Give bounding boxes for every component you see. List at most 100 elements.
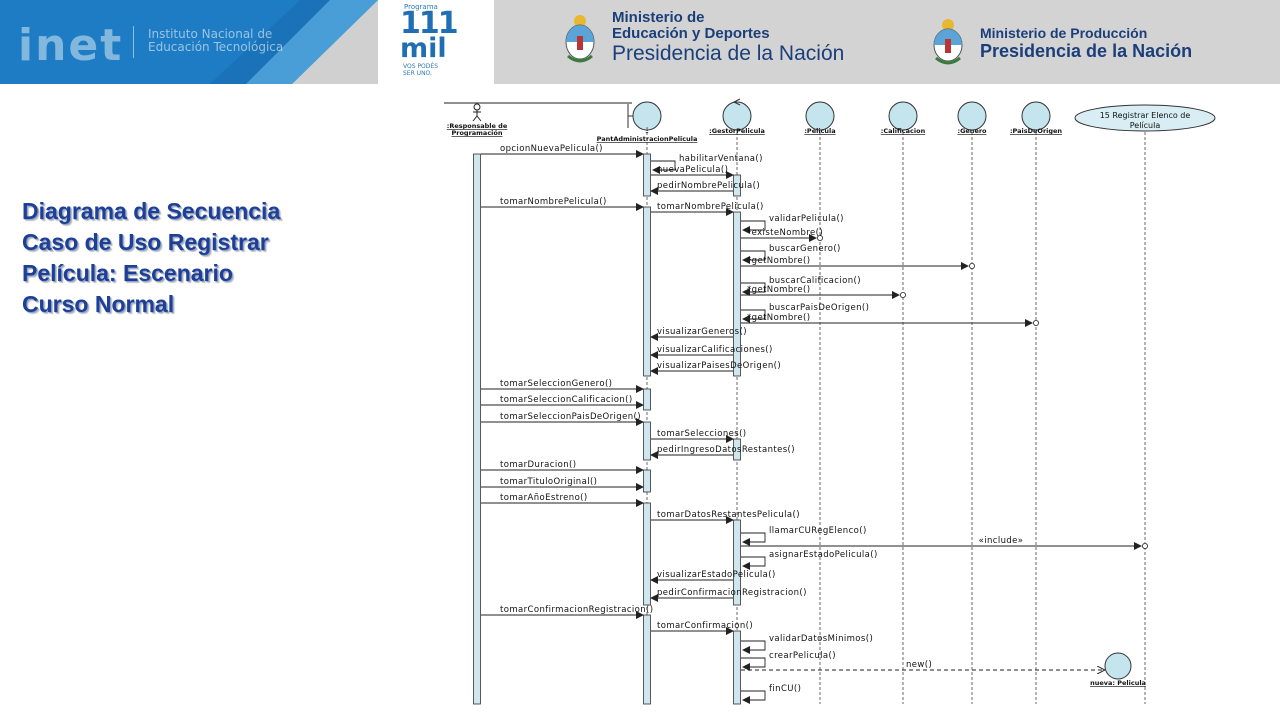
- activation-bar: [733, 519, 741, 606]
- created-object-label: nueva: Pelicula: [1090, 679, 1146, 687]
- presidencia-line: Presidencia de la Nación: [980, 41, 1193, 61]
- blue-band: [0, 0, 1280, 84]
- message-end-marker: [1142, 543, 1149, 550]
- programa-label: Programa: [404, 3, 438, 11]
- message-label: visualizarCalificaciones(): [657, 345, 773, 355]
- lifeline-label: :Pelicula: [804, 127, 835, 135]
- message-label: tomarSeleccionPaisDeOrigen(): [500, 412, 641, 422]
- activation-bar: [733, 211, 741, 377]
- self-message-arrow: [741, 556, 766, 570]
- message-label: tomarConfirmacion(): [657, 621, 753, 631]
- entity-object-icon: [1021, 101, 1051, 131]
- message-label: tomarSelecciones(): [657, 429, 747, 439]
- inet-separator: [133, 26, 134, 58]
- message-label: llamarCURegElenco(): [769, 526, 867, 536]
- message-label: pedirNombrePelicula(): [657, 181, 760, 191]
- mil-111-text: 111: [400, 6, 459, 41]
- message-label: *getNombre(): [747, 285, 810, 295]
- entity-object-icon: [957, 101, 987, 131]
- activation-bar: [643, 206, 651, 377]
- control-object-icon: [722, 101, 752, 131]
- lifeline-label: :Genero: [957, 127, 987, 135]
- ministerio-educacion-line: Ministerio de: [612, 9, 705, 26]
- self-message-arrow: [741, 220, 766, 234]
- mil-tagline: VOS PODÉS SER UNO.: [403, 63, 438, 77]
- message-label: *getNombre(): [747, 256, 810, 266]
- usecase-label: Película: [1130, 121, 1161, 130]
- national-shield-icon: [565, 15, 595, 63]
- self-message-arrow: [741, 690, 766, 704]
- activation-bar: [733, 630, 741, 705]
- self-message-arrow: [741, 532, 766, 546]
- ministerio-educacion-line: Educación y Deportes: [612, 25, 770, 42]
- message-label: «include»: [979, 536, 1024, 546]
- activation-bar: [643, 502, 651, 606]
- slide-title-line: Diagrama de Secuencia: [22, 198, 281, 224]
- actor-figure-icon: [472, 110, 482, 122]
- activation-bar: [733, 174, 741, 197]
- message-label: tomarConfirmacionRegistracion(): [500, 605, 653, 615]
- activation-bar: [643, 469, 651, 493]
- slide-title-line: Caso de Uso Registrar: [22, 229, 269, 255]
- message-label: habilitarVentana(): [679, 154, 763, 164]
- message-label: tomarAñoEstreno(): [500, 493, 588, 503]
- lifeline-label: :GestorPelicula: [709, 127, 765, 135]
- message-label: new(): [906, 660, 932, 670]
- lifeline-label: Programación: [451, 129, 502, 137]
- message-label: visualizarGeneros(): [657, 327, 747, 337]
- control-arrow-icon: [732, 98, 741, 106]
- lifeline-label: :PaisDeOrigen: [1010, 127, 1062, 135]
- lifeline-label: PantAdministracionPelicula: [597, 135, 698, 143]
- entity-object-icon: [805, 101, 835, 131]
- activation-bar: [473, 153, 481, 705]
- message-label: opcionNuevaPelicula(): [500, 144, 603, 154]
- self-message-arrow: [741, 282, 766, 296]
- message-label: validarPelicula(): [769, 214, 844, 224]
- lifeline-label: :: [646, 125, 649, 133]
- message-label: tomarTituloOriginal(): [500, 477, 597, 487]
- message-label: *existeNombre(): [747, 228, 823, 238]
- message-label: tomarSeleccionCalificacion(): [500, 395, 633, 405]
- mil-tagline-line: SER UNO.: [403, 70, 432, 77]
- message-label: pedirConfirmacionRegistracion(): [657, 588, 807, 598]
- message-label: crearPelicula(): [769, 651, 836, 661]
- message-label: *getNombre(): [747, 313, 810, 323]
- message-label: validarDatosMinimos(): [769, 634, 873, 644]
- created-entity-icon: [1104, 652, 1132, 680]
- message-label: tomarNombrePelicula(): [657, 202, 764, 212]
- message-label: tomarNombrePelicula(): [500, 197, 607, 207]
- ministerio-produccion: Ministerio de Producción Presidencia de …: [980, 26, 1193, 62]
- message-label: visualizarEstadoPelicula(): [657, 570, 776, 580]
- presidencia-line: Presidencia de la Nación: [612, 42, 845, 65]
- message-label: buscarGenero(): [769, 244, 841, 254]
- message-label: tomarSeleccionGenero(): [500, 379, 612, 389]
- activation-bar: [643, 614, 651, 705]
- usecase-label: 15 Registrar Elenco de: [1100, 111, 1191, 120]
- self-message-arrow: [741, 657, 766, 671]
- inet-logo: inet: [18, 20, 124, 71]
- activation-bar: [643, 421, 651, 461]
- programa-111mil-logo-box: [378, 0, 494, 84]
- inet-name: Instituto Nacional de Educación Tecnológ…: [148, 28, 283, 54]
- activation-bar: [643, 388, 651, 411]
- activation-bar: [733, 438, 741, 461]
- self-message-arrow: [741, 250, 766, 264]
- activation-bar: [643, 153, 651, 197]
- entity-object-icon: [888, 101, 918, 131]
- inet-name-line: Instituto Nacional de: [148, 27, 273, 41]
- message-end-marker: [900, 291, 907, 298]
- message-label: tomarDuracion(): [500, 460, 576, 470]
- message-label: tomarDatosRestantesPelicula(): [657, 510, 800, 520]
- actor-figure-icon: [473, 103, 481, 111]
- slide-title-line: Curso Normal: [22, 291, 175, 317]
- lifeline-label: :Responsable de: [447, 122, 508, 130]
- slide-title-line: Película: Escenario: [22, 260, 233, 286]
- header-banner: inet Instituto Nacional de Educación Tec…: [0, 0, 1280, 84]
- message-label: finCU(): [769, 684, 801, 694]
- mil-word-text: mil: [400, 33, 447, 64]
- inet-name-line: Educación Tecnológica: [148, 40, 284, 54]
- message-end-marker: [1033, 319, 1040, 326]
- message-label: buscarPaisDeOrigen(): [769, 303, 869, 313]
- self-message-arrow: [741, 640, 766, 654]
- message-end-marker: [969, 262, 976, 269]
